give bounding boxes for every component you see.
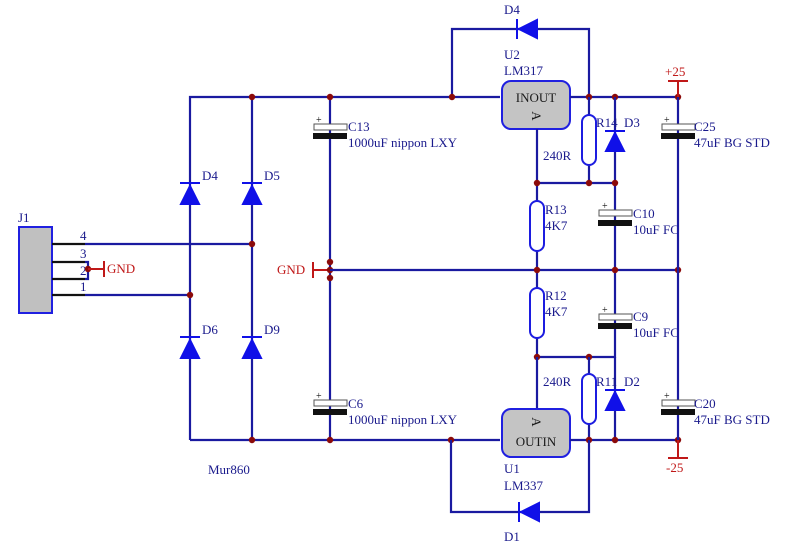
diode-d2[interactable]: D2 [604,374,640,411]
resistor-value: 240R [543,148,572,163]
svg-text:+: + [664,115,670,126]
capacitor-c25[interactable]: + C25 47uF BG STD [661,115,770,150]
diode-d4-protect[interactable]: D4 [504,2,538,40]
regulator-ref: U2 [504,47,520,62]
cap-value: 47uF BG STD [694,412,770,427]
resistor-ref: R13 [545,202,567,217]
svg-text:+: + [602,201,608,212]
svg-text:+: + [316,391,322,402]
svg-text:+: + [316,115,322,126]
junction [186,291,194,299]
junction [326,93,334,101]
diode-label: D9 [264,322,280,337]
junction [611,266,619,274]
rail-positive: +25 [665,64,688,97]
junction [448,93,456,101]
wire-top-rail [188,95,500,440]
rail-negative-label: -25 [666,460,683,475]
diode-d6-bridge[interactable]: D6 [179,322,218,359]
diode-d3[interactable]: D3 [604,115,640,152]
gnd-label: GND [277,262,305,277]
junction [533,266,541,274]
regulator-pins: OUTIN [516,434,557,449]
junction [326,436,334,444]
junction [248,436,256,444]
junction [248,240,256,248]
resistor-value: 240R [543,374,572,389]
diode-d9-bridge[interactable]: D9 [241,322,280,359]
resistor-r11[interactable]: R11 240R [543,373,617,425]
pin-2-label: 2 [80,263,87,278]
capacitor-c20[interactable]: + C20 47uF BG STD [661,391,770,427]
cap-ref: C20 [694,396,716,411]
diode-label: D6 [202,322,218,337]
gnd-symbol-j1: GND [88,261,135,277]
regulator-u1[interactable]: A OUTIN [501,408,571,458]
diode-label: D5 [264,168,280,183]
resistor-value: 4K7 [545,304,568,319]
cap-ref: C6 [348,396,364,411]
connector-j1[interactable]: J1 4 3 2 1 [18,210,87,314]
junction [248,93,256,101]
regulator-adj: A [529,111,544,121]
capacitor-c10[interactable]: + C10 10uF FC [598,201,679,237]
junction [533,179,541,187]
regulator-u2[interactable]: INOUT A [501,80,571,130]
pin-3-label: 3 [80,246,87,261]
capacitor-c9[interactable]: + C9 10uF FC [598,305,679,340]
cap-ref: C25 [694,119,716,134]
regulator-adj: A [529,417,544,427]
resistor-value: 4K7 [545,218,568,233]
resistor-r14[interactable]: R14 240R [543,114,618,166]
junction [585,179,593,187]
regulator-ref: U1 [504,461,520,476]
diode-label: D4 [202,168,218,183]
diode-label: D1 [504,529,520,544]
regulator-part: LM337 [504,478,544,493]
junction [326,274,334,282]
cap-value: 1000uF nippon LXY [348,412,458,427]
gnd-label: GND [107,261,135,276]
regulator-pins: INOUT [516,90,556,105]
connector-ref: J1 [18,210,30,225]
cap-ref: C9 [633,309,648,324]
resistor-ref: R12 [545,288,567,303]
regulator-part: LM317 [504,63,544,78]
junction [611,436,619,444]
diode-label: D2 [624,374,640,389]
diode-label: D4 [504,2,520,17]
junction [326,258,334,266]
resistor-ref: R14 [596,115,618,130]
diode-d5-bridge[interactable]: D5 [241,168,280,205]
pin-1-label: 1 [80,279,87,294]
cap-value: 10uF FC [633,325,679,340]
cap-value: 47uF BG STD [694,135,770,150]
svg-text:+: + [602,305,608,316]
diode-d4-bridge[interactable]: D4 [179,168,218,205]
resistor-r13[interactable]: R13 4K7 [529,200,568,252]
rail-positive-label: +25 [665,64,685,79]
gnd-symbol-main: GND [277,262,330,278]
capacitor-c6[interactable]: + C6 1000uF nippon LXY [313,391,458,427]
bridge-part-label: Mur860 [208,462,250,477]
connector-body [18,226,53,314]
cap-value: 1000uF nippon LXY [348,135,458,150]
diode-label: D3 [624,115,640,130]
svg-text:+: + [664,391,670,402]
cap-ref: C13 [348,119,370,134]
capacitor-c13[interactable]: + C13 1000uF nippon LXY [313,115,458,150]
pin-4-label: 4 [80,228,87,243]
rail-negative: -25 [666,440,688,475]
cap-ref: C10 [633,206,655,221]
resistor-r12[interactable]: R12 4K7 [529,287,568,339]
cap-value: 10uF FC [633,222,679,237]
diode-d1[interactable]: D1 [504,501,540,544]
junction [611,179,619,187]
resistor-ref: R11 [596,374,617,389]
